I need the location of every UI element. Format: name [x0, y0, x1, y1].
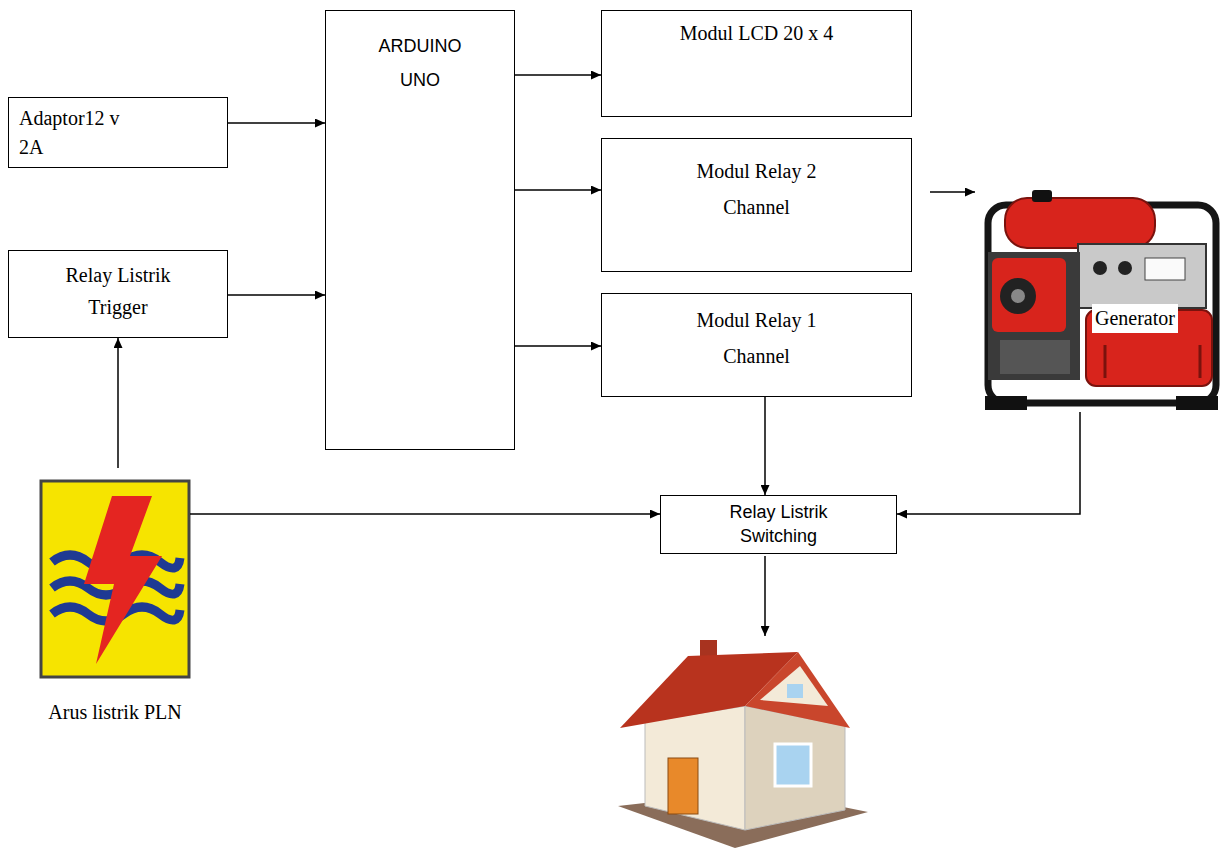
- node-label: Modul Relay 2 Channel: [682, 153, 832, 225]
- relay-module-box: Modul Relay 2 Channel: [601, 138, 912, 272]
- house-illustration-part: [775, 744, 811, 786]
- generator-illustration-part: [1176, 396, 1218, 410]
- generator-illustration-part: [1199, 345, 1202, 378]
- connector-arrow: [764, 397, 766, 495]
- node-label: ARDUINO UNO: [365, 29, 475, 97]
- connector-arrow: [930, 191, 975, 193]
- connector-arrow: [228, 294, 325, 296]
- generator-illustration-part: [1032, 190, 1052, 202]
- connector-arrow: [515, 345, 601, 347]
- node-label: Arus listrik PLN: [48, 698, 181, 727]
- house-feed-arrow: [764, 556, 766, 636]
- house-illustration: [618, 640, 868, 848]
- connector-arrow: [228, 122, 325, 124]
- display-box: Modul LCD 20 x 4: [601, 10, 912, 117]
- pln-logo: [41, 481, 189, 677]
- node-label: Modul Relay 1 Channel: [682, 302, 832, 374]
- generator-illustration-part: [1104, 345, 1107, 378]
- house-illustration-part: [760, 666, 828, 706]
- power-box: Adaptor12 v 2A: [8, 97, 228, 168]
- house-illustration-part: [668, 758, 698, 814]
- house-illustration-part: [745, 652, 850, 728]
- generator-illustration-part: [992, 258, 1066, 332]
- connector-arrow: [117, 338, 119, 468]
- connector-arrow: [515, 189, 601, 191]
- node-label: Adaptor12 v 2A: [19, 104, 137, 162]
- generator-illustration-part: [1000, 340, 1070, 374]
- generator-node: Generator: [975, 183, 1220, 415]
- generator-illustration-part: [1078, 244, 1206, 308]
- pln-source-node: Arus listrik PLN: [40, 480, 190, 678]
- relay-module-box: Modul Relay 1 Channel: [601, 293, 912, 397]
- connector-arrow: [190, 513, 660, 515]
- generator-illustration-part: [1005, 198, 1155, 248]
- pln-logo-part: [84, 496, 162, 664]
- generator-illustration: [985, 190, 1218, 410]
- node-label: Generator: [1092, 304, 1178, 333]
- house-illustration-part: [645, 706, 745, 830]
- generator-illustration-part: [988, 252, 1080, 380]
- generator-illustration-part: [985, 396, 1027, 410]
- trigger-relay-box: Relay Listrik Trigger: [8, 250, 228, 338]
- generator-illustration-part: [1093, 261, 1107, 275]
- controller-box: ARDUINO UNO: [325, 10, 515, 450]
- node-label: Relay Listrik Switching: [714, 500, 844, 548]
- connector-arrow: [897, 412, 1080, 514]
- house-illustration-part: [745, 706, 845, 830]
- node-label: Relay Listrik Trigger: [48, 259, 188, 323]
- generator-illustration-part: [1000, 278, 1036, 314]
- generator-illustration-part: [1145, 258, 1185, 280]
- connector-arrow: [515, 74, 601, 76]
- switching-relay-box: Relay Listrik Switching: [660, 495, 897, 554]
- node-label: Modul LCD 20 x 4: [617, 19, 897, 48]
- generator-illustration-part: [1011, 289, 1025, 303]
- generator-illustration-part: [1118, 261, 1132, 275]
- house-illustration-part: [787, 684, 803, 698]
- pln-logo-part: [41, 481, 189, 677]
